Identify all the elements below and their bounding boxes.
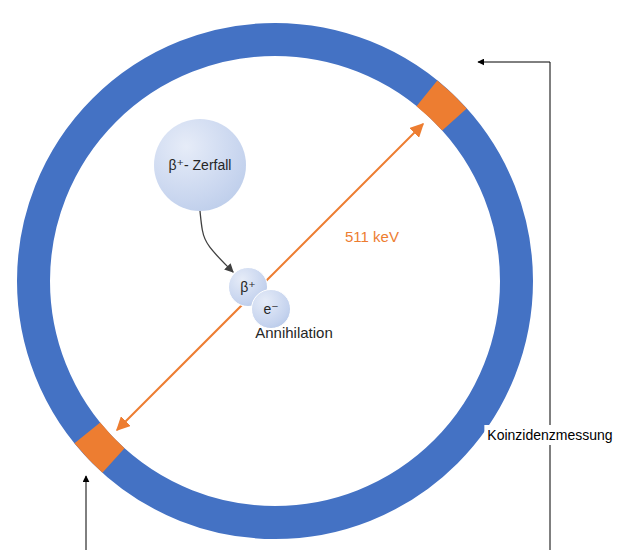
- particle-label: e⁻: [263, 301, 278, 318]
- particle-circle: e⁻: [251, 289, 291, 329]
- particle-label: β⁺- Zerfall: [168, 157, 232, 174]
- detector-element: [417, 81, 467, 131]
- coincidence-line: [86, 476, 87, 550]
- detector-element: [75, 423, 125, 473]
- detector-ring: [34, 40, 517, 523]
- energy-label: 511 keV: [342, 226, 402, 247]
- decay-circle: β⁺- Zerfall: [154, 119, 246, 211]
- particle-label: β⁺: [240, 279, 255, 296]
- coincidence-line: [478, 62, 550, 550]
- process-label: Annihilation: [252, 322, 336, 343]
- decay-arrow: [200, 211, 233, 272]
- measurement-label: Koinzidenzmessung: [484, 425, 615, 445]
